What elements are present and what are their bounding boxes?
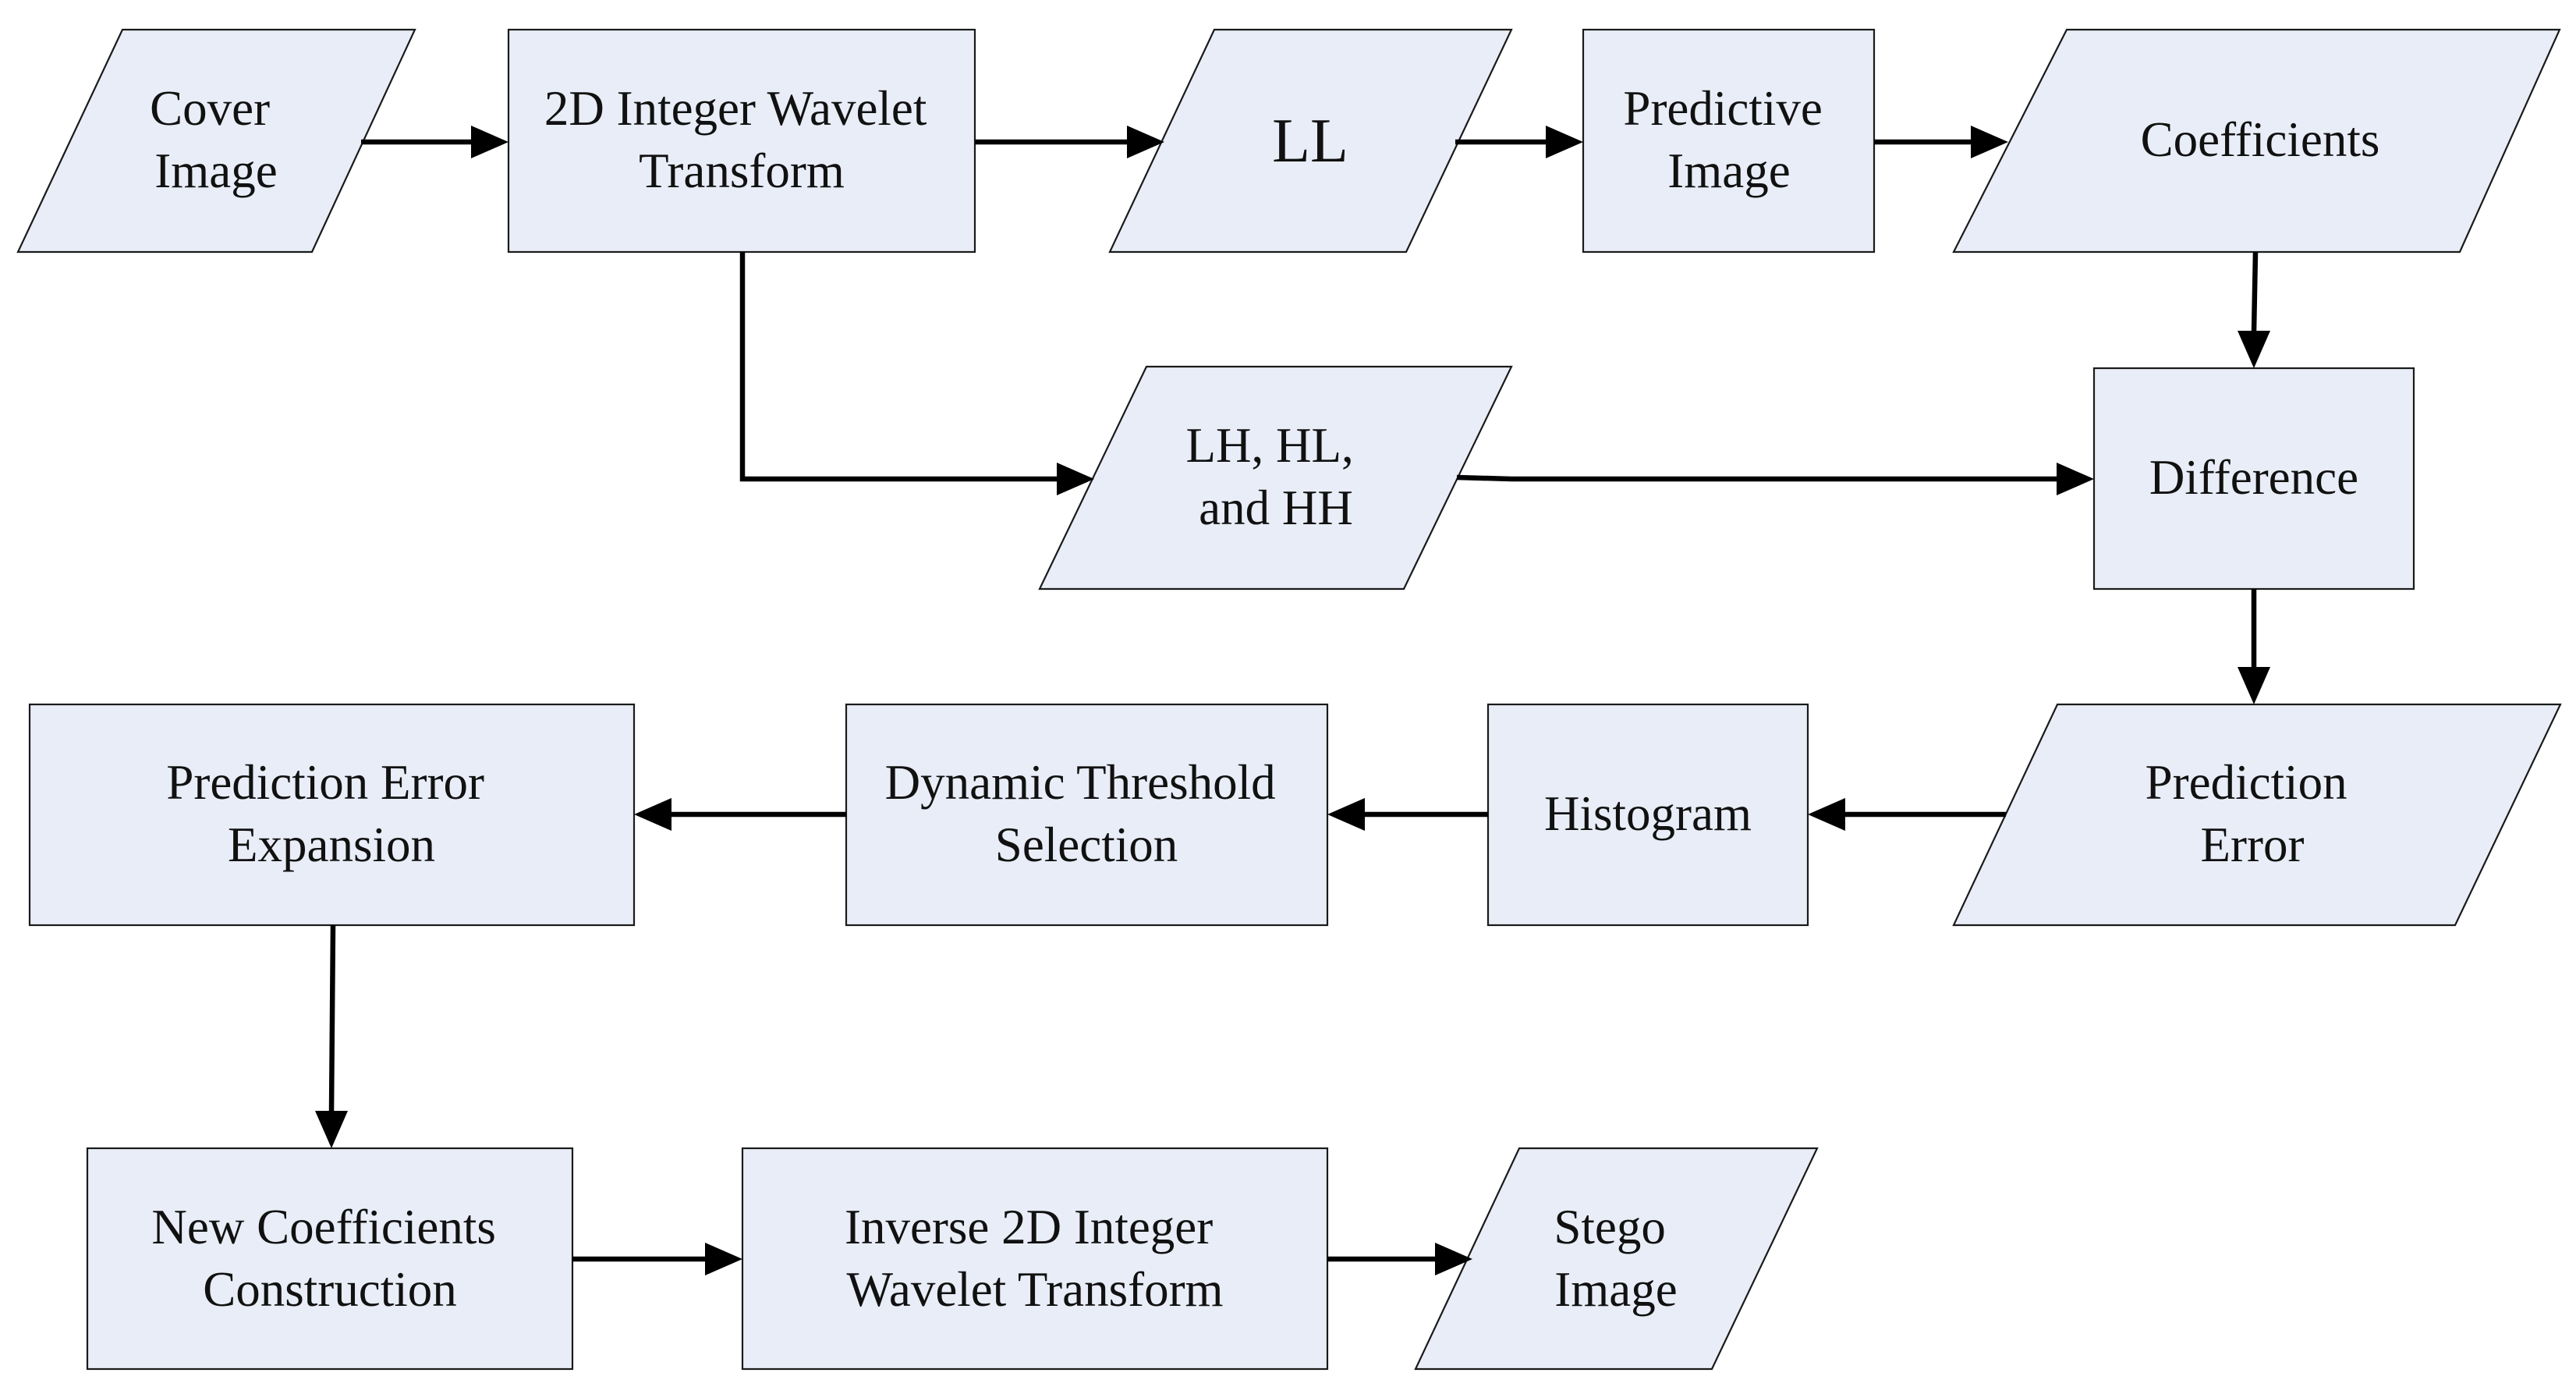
node-new-coefficients-construction: New Coefficients Construction xyxy=(86,1147,574,1371)
coefficients-line-1: Coefficients xyxy=(2141,112,2380,167)
predictive-image-line-1: Predictive xyxy=(1623,81,1822,136)
node-cover-image-label: Cover Image xyxy=(150,81,282,198)
histogram-line-1: Histogram xyxy=(1544,786,1752,841)
node-prediction-error: Prediction Error xyxy=(1952,703,2562,927)
predictive-image-line-2: Image xyxy=(1667,144,1790,198)
node-difference: Difference xyxy=(2092,367,2415,591)
node-cover-image: Cover Image xyxy=(16,28,416,254)
node-ll-label: LL xyxy=(1272,107,1348,176)
node-stego-image-label: Stego Image xyxy=(1554,1200,1678,1317)
arrow-ll-to-predictive-image xyxy=(1455,126,1583,158)
arrow-coefficients-to-difference xyxy=(2238,251,2270,368)
prediction-error-line-2: Error xyxy=(2201,818,2305,872)
arrow-inverse-iwt-to-stego-image xyxy=(1327,1243,1472,1275)
lh-hl-hh-line-2: and HH xyxy=(1199,481,1353,535)
pee-line-2: Expansion xyxy=(228,818,435,872)
difference-line-1: Difference xyxy=(2149,450,2358,505)
node-prediction-error-label: Prediction Error xyxy=(2145,755,2360,872)
node-histogram: Histogram xyxy=(1486,703,1809,927)
arrow-iwt-to-ll xyxy=(975,126,1164,158)
lh-hl-hh-line-1: LH, HL, xyxy=(1186,418,1354,473)
node-inverse-2d-integer-wavelet-transform: Inverse 2D Integer Wavelet Transform xyxy=(741,1147,1329,1371)
dynamic-threshold-line-2: Selection xyxy=(995,818,1178,872)
arrow-prediction-error-to-histogram xyxy=(1808,798,2006,831)
arrow-difference-to-prediction-error xyxy=(2238,589,2270,704)
arrow-lh-hl-hh-to-difference xyxy=(1456,463,2094,495)
node-new-coefficients-label: New Coefficients Construction xyxy=(151,1200,508,1317)
inverse-iwt-line-1: Inverse 2D Integer xyxy=(845,1200,1213,1254)
node-lh-hl-hh-label: LH, HL, and HH xyxy=(1186,418,1366,535)
ll-line-1: LL xyxy=(1272,107,1348,176)
pee-line-1: Prediction Error xyxy=(166,755,484,810)
stego-image-line-1: Stego xyxy=(1554,1200,1666,1254)
dynamic-threshold-line-1: Dynamic Threshold xyxy=(885,755,1276,810)
node-ll: LL xyxy=(1108,28,1513,254)
node-predictive-image: Predictive Image xyxy=(1582,28,1876,254)
arrow-histogram-to-dynamic-threshold xyxy=(1327,798,1488,831)
arrow-cover-to-iwt xyxy=(361,126,508,158)
node-2d-integer-wavelet-transform: 2D Integer Wavelet Transform xyxy=(507,28,976,254)
arrow-dynamic-threshold-to-pee xyxy=(634,798,846,831)
inverse-iwt-line-2: Wavelet Transform xyxy=(846,1262,1223,1317)
iwt-line-2: Transform xyxy=(639,144,845,198)
node-dynamic-threshold-selection: Dynamic Threshold Selection xyxy=(845,703,1329,927)
arrow-iwt-to-lh-hl-hh xyxy=(739,252,1094,495)
node-predictive-image-label: Predictive Image xyxy=(1623,81,1834,198)
node-coefficients: Coefficients xyxy=(1952,28,2561,254)
cover-image-line-1: Cover xyxy=(150,81,270,136)
arrow-predictive-image-to-coefficients xyxy=(1874,126,2008,158)
node-2d-iwt-label: 2D Integer Wavelet Transform xyxy=(544,81,939,198)
stego-image-line-2: Image xyxy=(1554,1262,1677,1317)
node-pee-label: Prediction Error Expansion xyxy=(166,755,496,872)
node-difference-label: Difference xyxy=(2149,450,2358,505)
prediction-error-line-1: Prediction xyxy=(2145,755,2347,810)
cover-image-line-2: Image xyxy=(154,144,277,198)
iwt-line-1: 2D Integer Wavelet xyxy=(544,81,927,136)
node-prediction-error-expansion: Prediction Error Expansion xyxy=(28,703,636,927)
node-dynamic-threshold-label: Dynamic Threshold Selection xyxy=(885,755,1288,872)
arrow-pee-to-new-coefficients xyxy=(315,924,348,1148)
node-lh-hl-hh: LH, HL, and HH xyxy=(1038,365,1513,591)
arrow-new-coefficients-to-inverse-iwt xyxy=(572,1243,742,1275)
node-stego-image: Stego Image xyxy=(1414,1147,1819,1371)
new-coefficients-line-2: Construction xyxy=(203,1262,457,1317)
node-coefficients-label: Coefficients xyxy=(2141,112,2380,167)
node-inverse-iwt-label: Inverse 2D Integer Wavelet Transform xyxy=(845,1200,1225,1317)
node-histogram-label: Histogram xyxy=(1544,786,1752,841)
new-coefficients-line-1: New Coefficients xyxy=(151,1200,495,1254)
